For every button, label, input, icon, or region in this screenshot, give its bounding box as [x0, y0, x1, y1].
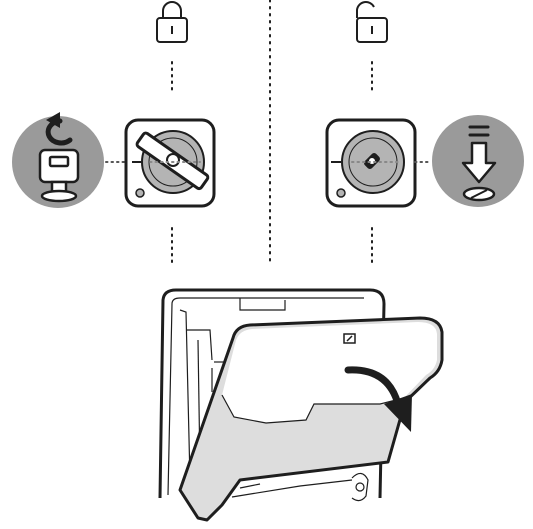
- padlock-closed-icon: [156, 1, 188, 43]
- key-lock-rotated: [124, 118, 216, 208]
- curved-arrow-icon: [344, 366, 412, 432]
- push-down-icon: [430, 113, 526, 209]
- key-lock-open: [325, 118, 417, 208]
- step-left: [10, 1, 216, 263]
- appliance-illustration: [158, 288, 444, 522]
- step-right: [325, 1, 526, 263]
- padlock-open-icon: [356, 1, 388, 43]
- key-turn-icon: [10, 112, 106, 210]
- front-cover-panel: [178, 316, 444, 522]
